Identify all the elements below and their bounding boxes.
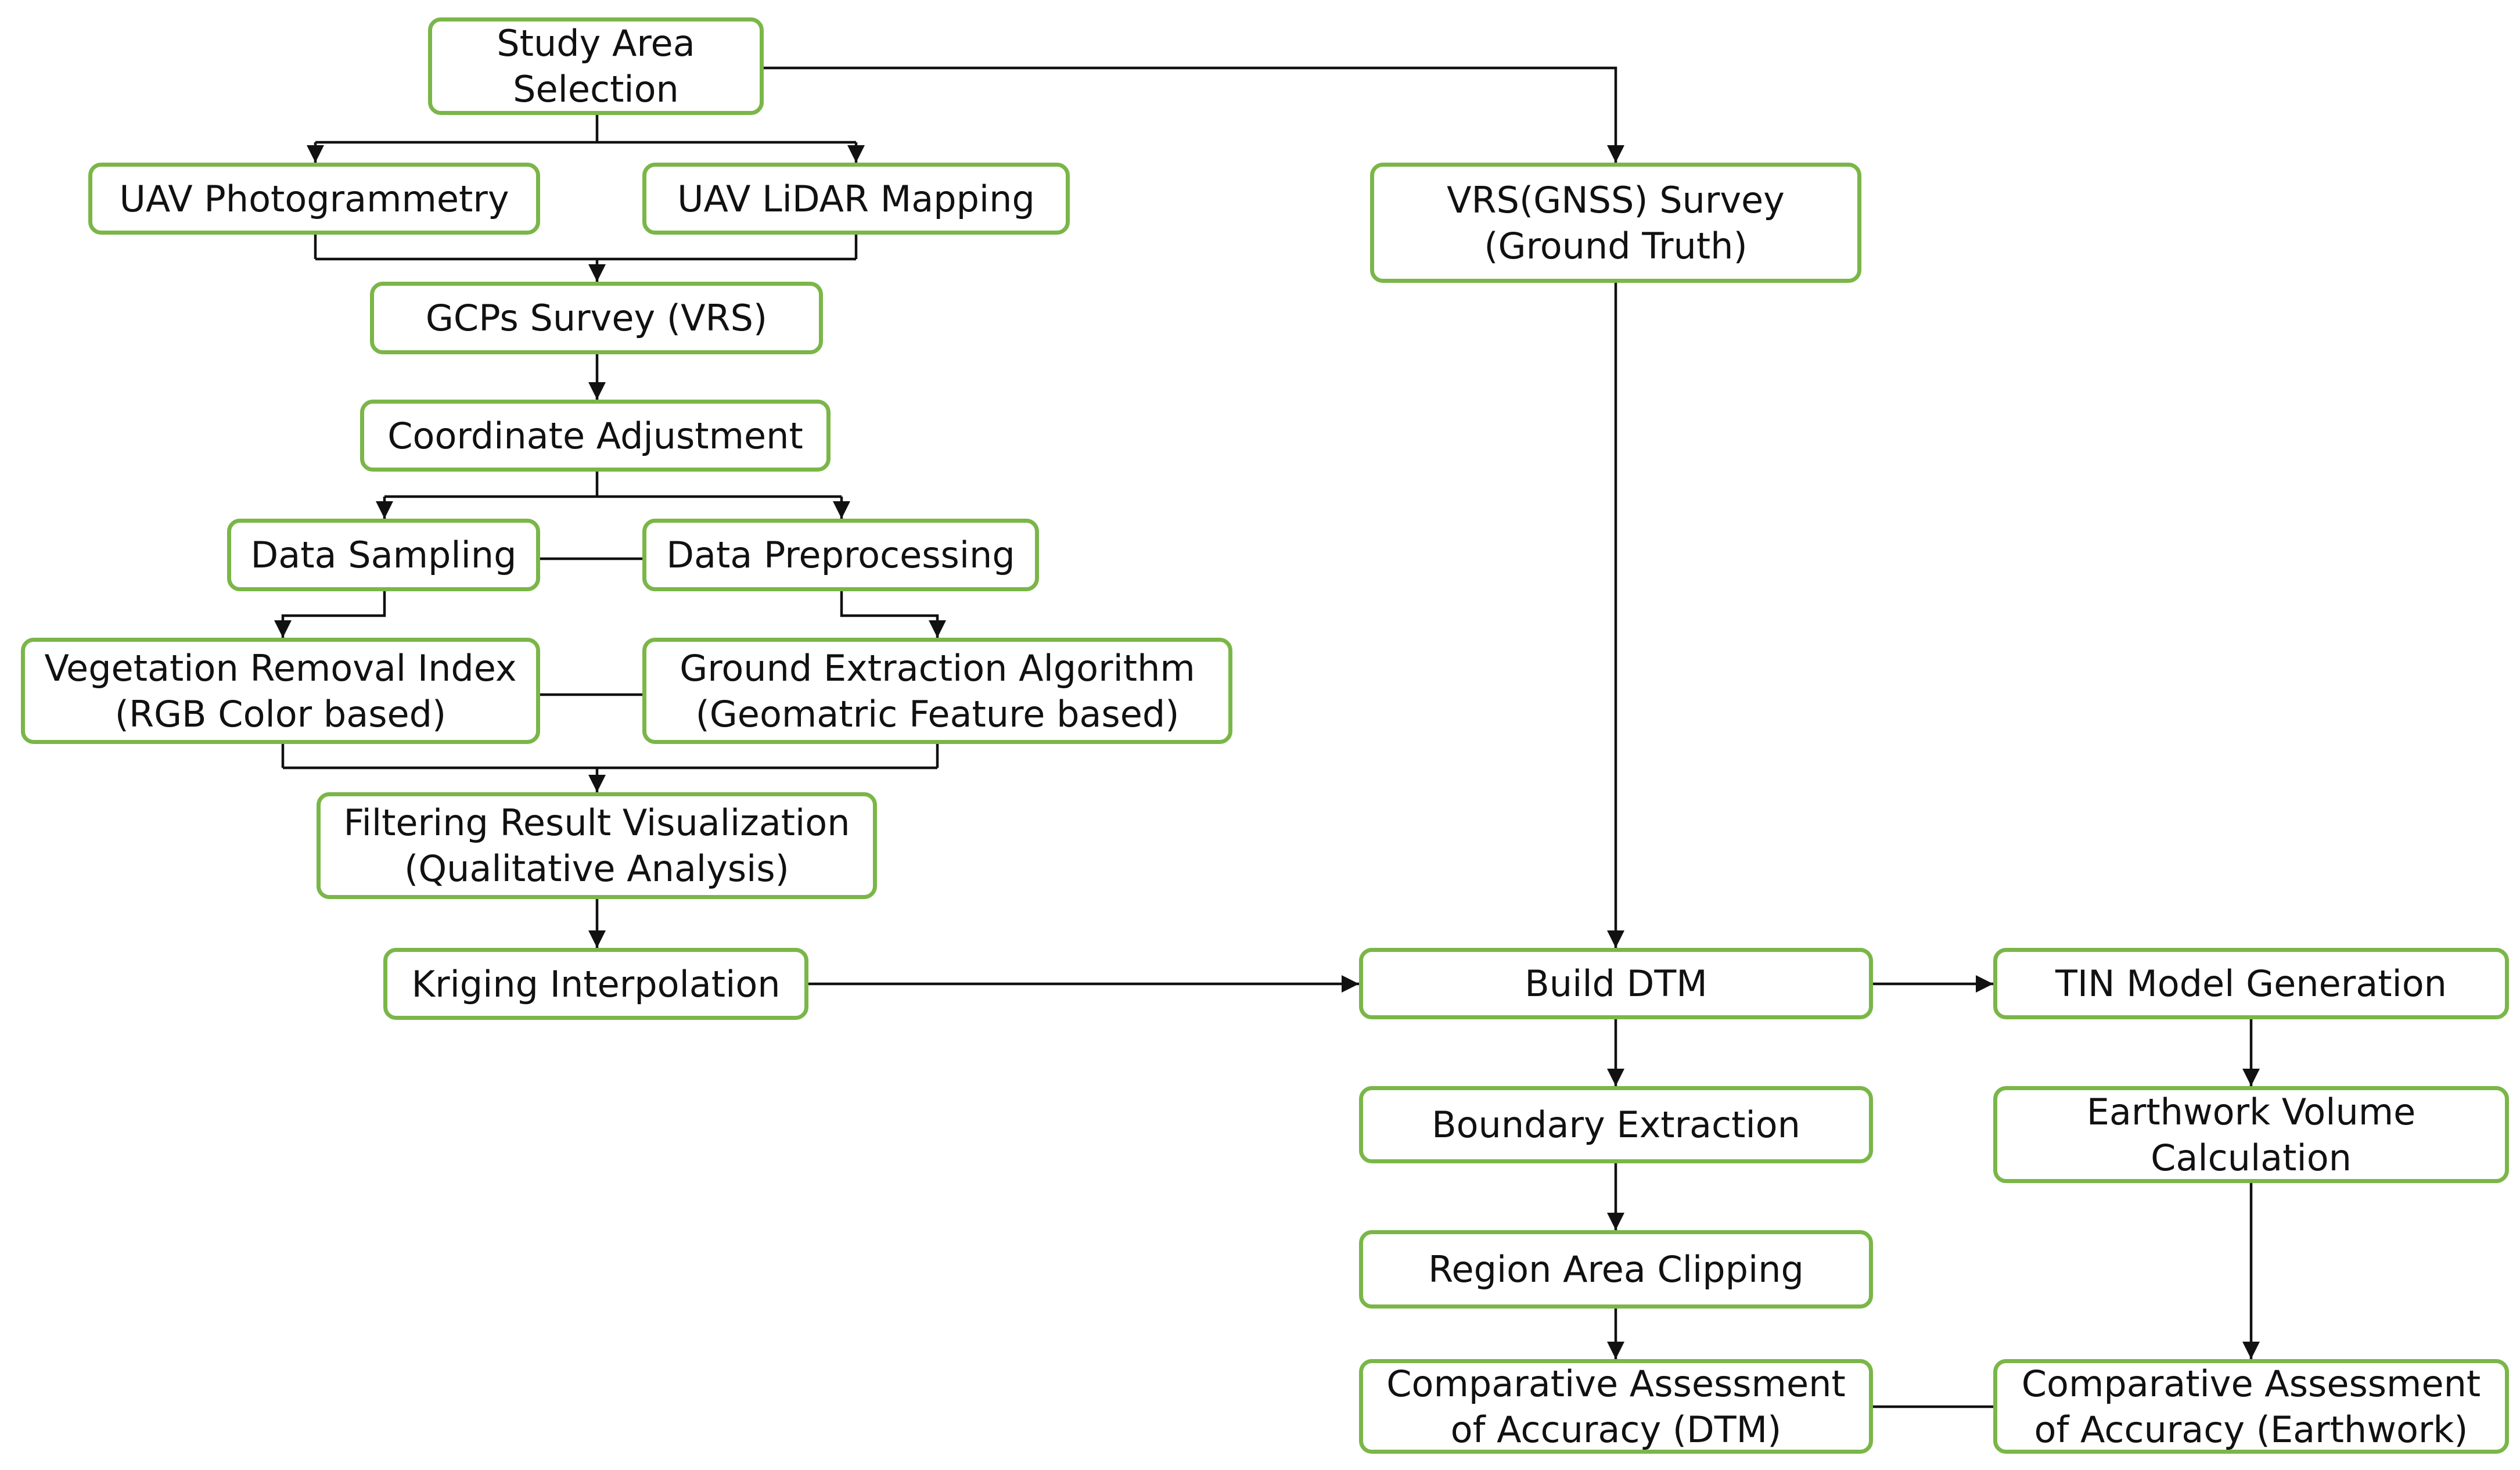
node-label-line: Vegetation Removal Index <box>44 646 517 689</box>
node-label-line: UAV Photogrammetry <box>119 177 509 220</box>
node-vegetation-removal-index: Vegetation Removal Index (RGB Color base… <box>21 638 540 744</box>
edge-sampling-to-vegetation <box>274 591 386 638</box>
node-build-dtm: Build DTM <box>1359 948 1873 1019</box>
node-label-line: TIN Model Generation <box>2055 962 2447 1005</box>
node-label-line: Region Area Clipping <box>1428 1248 1804 1291</box>
node-study-area-selection: Study Area Selection <box>428 17 764 115</box>
node-label-line: of Accuracy (Earthwork) <box>2034 1408 2468 1451</box>
node-label-line: GCPs Survey (VRS) <box>425 297 768 339</box>
node-tin-model-generation: TIN Model Generation <box>1993 948 2509 1019</box>
node-vrs-gnss-survey: VRS(GNSS) Survey (Ground Truth) <box>1370 163 1861 283</box>
node-coordinate-adjustment: Coordinate Adjustment <box>360 400 831 472</box>
node-label-line: (Ground Truth) <box>1484 224 1748 267</box>
node-ground-extraction-algorithm: Ground Extraction Algorithm (Geomatric F… <box>642 638 1232 744</box>
node-earthwork-volume-calculation: Earthwork Volume Calculation <box>1993 1086 2509 1183</box>
node-label-line: (Qualitative Analysis) <box>404 847 789 890</box>
node-label-line: Earthwork Volume <box>2086 1090 2416 1133</box>
node-label-line: Filtering Result Visualization <box>343 802 850 844</box>
node-label-line: Selection <box>513 68 679 110</box>
node-label-line: UAV LiDAR Mapping <box>677 177 1035 220</box>
node-label-line: Ground Extraction Algorithm <box>680 646 1195 689</box>
node-label-line: VRS(GNSS) Survey <box>1447 178 1785 221</box>
node-kriging-interpolation: Kriging Interpolation <box>383 948 808 1020</box>
node-data-preprocessing: Data Preprocessing <box>642 519 1039 591</box>
node-boundary-extraction: Boundary Extraction <box>1359 1086 1873 1163</box>
node-uav-photogrammetry: UAV Photogrammetry <box>88 163 540 235</box>
node-label-line: Comparative Assessment <box>2021 1362 2481 1405</box>
node-label-line: Coordinate Adjustment <box>387 414 803 457</box>
node-comparative-assessment-earthwork: Comparative Assessment of Accuracy (Eart… <box>1993 1359 2509 1454</box>
node-label-line: Build DTM <box>1525 962 1707 1005</box>
node-label-line: (Geomatric Feature based) <box>695 692 1180 735</box>
edge-preprocessing-to-ground <box>840 591 946 638</box>
node-label-line: of Accuracy (DTM) <box>1450 1408 1782 1451</box>
edge-study-to-vrs <box>764 66 1624 163</box>
node-label-line: (RGB Color based) <box>114 692 447 735</box>
node-label-line: Kriging Interpolation <box>411 962 781 1005</box>
node-region-area-clipping: Region Area Clipping <box>1359 1230 1873 1309</box>
node-label-line: Comparative Assessment <box>1386 1362 1846 1405</box>
node-label-line: Study Area <box>497 22 695 64</box>
node-comparative-assessment-dtm: Comparative Assessment of Accuracy (DTM) <box>1359 1359 1873 1454</box>
node-label-line: Calculation <box>2151 1136 2352 1179</box>
node-data-sampling: Data Sampling <box>227 519 540 591</box>
node-label-line: Boundary Extraction <box>1432 1104 1800 1146</box>
node-uav-lidar-mapping: UAV LiDAR Mapping <box>642 163 1070 235</box>
node-gcps-survey: GCPs Survey (VRS) <box>370 282 823 354</box>
node-label-line: Data Sampling <box>250 534 517 576</box>
node-filtering-result-visualization: Filtering Result Visualization (Qualitat… <box>317 792 877 899</box>
node-label-line: Data Preprocessing <box>666 534 1015 576</box>
